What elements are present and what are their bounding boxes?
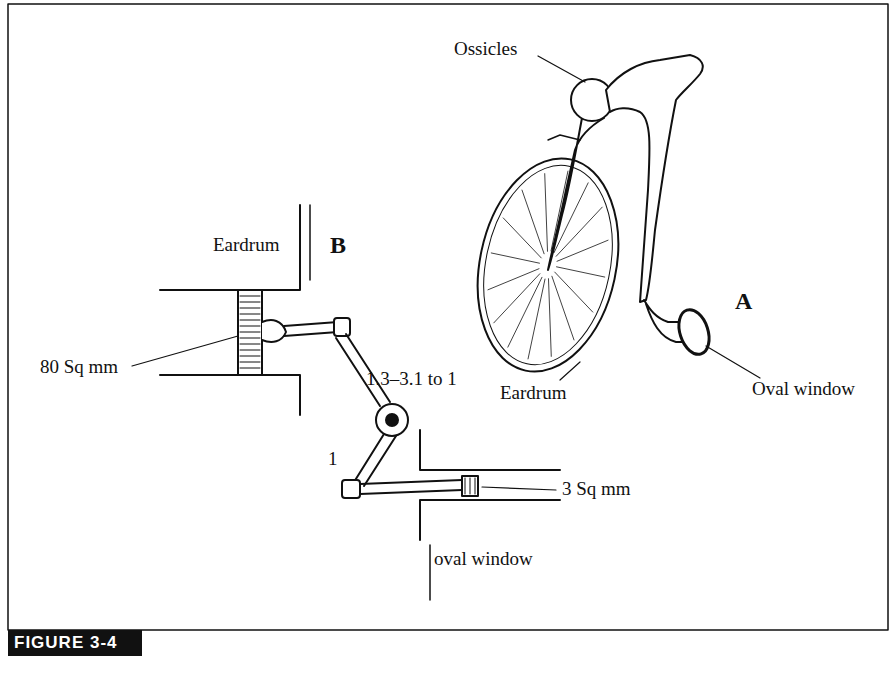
eardrum-spoke bbox=[522, 190, 544, 254]
oval-window-piston bbox=[462, 476, 478, 496]
figure-frame bbox=[8, 4, 888, 630]
pivot-pin bbox=[386, 414, 398, 426]
leader-line bbox=[482, 487, 556, 490]
leader-line bbox=[706, 346, 760, 378]
hatch-stroke bbox=[240, 320, 260, 321]
hatch-stroke bbox=[240, 302, 260, 303]
hatch-stroke bbox=[240, 326, 260, 327]
part-label: Ossicles bbox=[454, 38, 517, 60]
oval-window-wall bbox=[420, 430, 560, 540]
part-label: oval window bbox=[434, 548, 533, 570]
lever-ratio: 1.3–3.1 to 1 bbox=[366, 368, 457, 390]
linkage-joint bbox=[334, 318, 350, 336]
malleus bbox=[548, 118, 604, 270]
hatch-stroke bbox=[240, 344, 260, 345]
eardrum-spoke bbox=[552, 276, 574, 340]
leader-line bbox=[132, 336, 238, 366]
eardrum-spokes bbox=[488, 171, 608, 359]
linkage-joint bbox=[262, 320, 286, 342]
eardrum-spoke bbox=[557, 267, 605, 277]
eardrum-spoke bbox=[557, 240, 608, 261]
leader-line bbox=[538, 56, 585, 82]
hatch-stroke bbox=[240, 368, 260, 369]
figure-caption: FIGURE 3-4 bbox=[8, 630, 142, 656]
area-value: 3 Sq mm bbox=[562, 478, 631, 500]
hatch-stroke bbox=[240, 356, 260, 357]
panel-letter: A bbox=[735, 288, 752, 316]
hatch-stroke bbox=[240, 350, 260, 351]
area-value: 80 Sq mm bbox=[40, 356, 118, 378]
lever-arm bbox=[354, 434, 396, 486]
eardrum-hatching bbox=[240, 296, 260, 368]
hatch-stroke bbox=[240, 296, 260, 297]
eardrum-spoke bbox=[494, 274, 540, 323]
middle-ear-wall bbox=[309, 205, 311, 280]
part-label: Eardrum bbox=[213, 234, 279, 256]
eardrum-spoke bbox=[551, 171, 568, 251]
leader-line bbox=[560, 362, 580, 380]
malleus-head bbox=[571, 79, 613, 121]
eardrum-spoke bbox=[488, 269, 539, 290]
eardrum-spoke bbox=[555, 272, 593, 312]
oval-window-footplate bbox=[674, 306, 715, 358]
eardrum-spoke bbox=[545, 174, 548, 252]
hatch-stroke bbox=[240, 308, 260, 309]
eardrum-spoke bbox=[503, 218, 541, 258]
lever-pivot bbox=[376, 404, 408, 436]
part-label: Eardrum bbox=[500, 382, 566, 404]
linkage-arm bbox=[360, 480, 462, 494]
hatch-stroke bbox=[240, 338, 260, 339]
incus bbox=[606, 55, 703, 302]
eardrum-spoke bbox=[528, 279, 545, 359]
eardrum-spoke bbox=[491, 253, 539, 263]
malleus-process bbox=[548, 135, 580, 140]
hatch-stroke bbox=[240, 332, 260, 333]
panel-letter: B bbox=[330, 232, 346, 260]
eardrum-spoke bbox=[548, 279, 551, 357]
eardrum-drawing bbox=[459, 145, 637, 385]
hatch-stroke bbox=[240, 314, 260, 315]
eardrum-spoke bbox=[508, 277, 542, 347]
hatch-stroke bbox=[240, 362, 260, 363]
canal-wall bbox=[160, 290, 238, 375]
lever-ratio: 1 bbox=[328, 448, 338, 470]
eardrum-rim bbox=[466, 153, 629, 376]
oval-window-wall bbox=[429, 545, 431, 600]
eardrum-piston bbox=[238, 290, 262, 375]
linkage-joint bbox=[342, 480, 360, 498]
linkage-arm bbox=[284, 322, 338, 336]
part-label: Oval window bbox=[752, 378, 855, 400]
piston-hatching bbox=[465, 478, 475, 494]
